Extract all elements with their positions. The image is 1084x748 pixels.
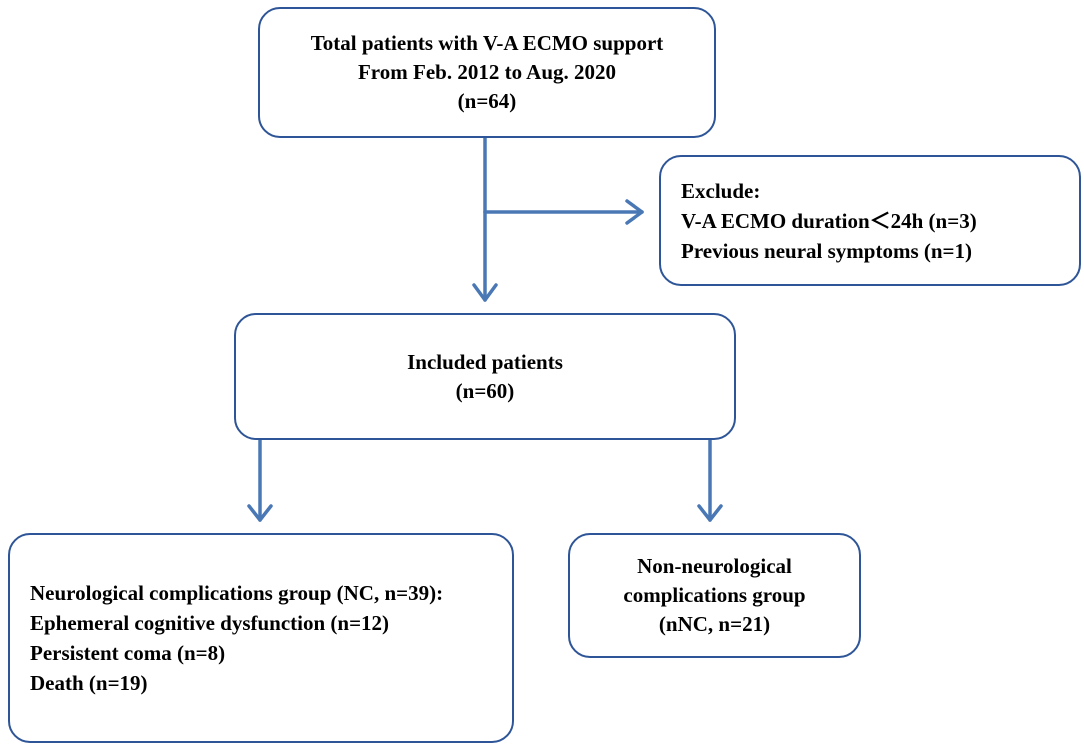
total-line-3: (n=64) <box>457 89 517 113</box>
total-line-1: Total patients with V-A ECMO support <box>310 31 664 55</box>
nnc-line-1: Non-neurological <box>637 554 792 578</box>
nc-item-coma: Persistent coma (n=8) <box>30 641 226 665</box>
arrowhead-included <box>472 283 498 302</box>
nc-group-box: Neurological complications group (NC, n=… <box>8 533 514 743</box>
arrowhead-nnc <box>697 504 723 522</box>
included-patients-box: Included patients (n=60) <box>234 313 736 440</box>
exclude-item-neural: Previous neural symptoms (n=1) <box>681 238 972 263</box>
included-line-1: Included patients <box>407 349 563 374</box>
exclude-box: Exclude: V-A ECMO duration＜24h (n=3) Pre… <box>659 155 1081 286</box>
total-line-2: From Feb. 2012 to Aug. 2020 <box>357 60 617 84</box>
nc-item-death: Death (n=19) <box>30 671 148 695</box>
exclude-item-duration: V-A ECMO duration＜24h (n=3) <box>681 208 977 233</box>
nc-item-ephemeral: Ephemeral cognitive dysfunction (n=12) <box>30 611 390 635</box>
total-patients-box: Total patients with V-A ECMO support Fro… <box>258 7 716 138</box>
nnc-line-2: complications group <box>623 583 806 607</box>
nc-heading: Neurological complications group (NC, n=… <box>30 581 444 605</box>
nnc-line-3: (nNC, n=21) <box>658 612 771 636</box>
arrowhead-exclude <box>625 199 644 225</box>
nnc-group-box: Non-neurological complications group (nN… <box>568 533 861 658</box>
arrowhead-nc <box>247 504 273 522</box>
exclude-heading: Exclude: <box>681 178 761 203</box>
included-line-2: (n=60) <box>455 378 515 403</box>
